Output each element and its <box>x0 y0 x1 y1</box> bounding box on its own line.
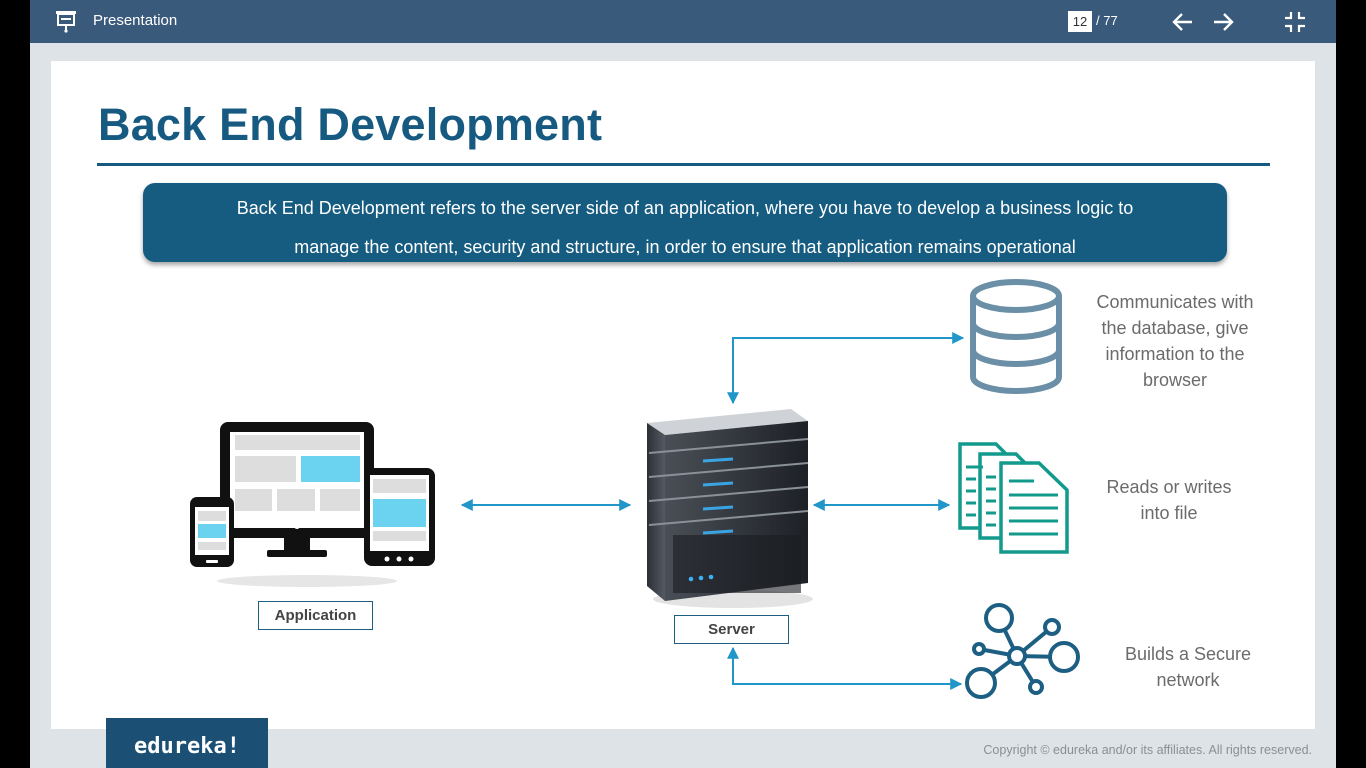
network-icon <box>965 603 1080 699</box>
next-slide-button[interactable] <box>1210 10 1236 39</box>
slide-title: Back End Development <box>98 99 603 150</box>
files-icon <box>958 442 1069 554</box>
feature-line: browser <box>1142 370 1208 390</box>
page-number-input[interactable]: 12 <box>1068 11 1092 32</box>
definition-box: Back End Development refers to the serve… <box>143 183 1227 262</box>
logo-text: edureka! <box>134 734 240 759</box>
exit-fullscreen-button[interactable] <box>1282 9 1308 40</box>
feature-line: the database, give <box>1101 318 1249 338</box>
title-divider <box>97 163 1270 166</box>
feature-line: Reads or writes <box>1106 477 1232 497</box>
definition-text-line: manage the content, security and structu… <box>294 237 1076 257</box>
feature-line: into file <box>1140 503 1198 523</box>
server-label: Server <box>674 615 789 644</box>
copyright-text: Copyright © edureka and/or its affiliate… <box>983 743 1312 757</box>
database-feature-text: Communicates with the database, give inf… <box>1071 289 1279 393</box>
definition-text-line: Back End Development refers to the serve… <box>236 198 1134 218</box>
network-feature-text: Builds a Secure network <box>1113 641 1263 693</box>
feature-line: information to the <box>1105 344 1245 364</box>
feature-line: Builds a Secure <box>1124 644 1252 664</box>
file-feature-text: Reads or writes into file <box>1091 474 1247 526</box>
presentation-viewer: Presentation 12 / 77 Back End Devel <box>30 0 1336 768</box>
slide: Back End Development Back End Developmen… <box>51 61 1315 729</box>
connector-arrows <box>460 332 965 690</box>
arrow-left-icon <box>1172 13 1192 31</box>
devices-icon <box>190 422 435 587</box>
edureka-logo: edureka! <box>106 718 268 768</box>
arrow-right-icon <box>1214 13 1234 31</box>
presentation-icon <box>54 9 80 40</box>
feature-line: network <box>1156 670 1220 690</box>
page-total: / 77 <box>1096 13 1118 28</box>
architecture-diagram <box>190 279 1080 699</box>
exit-fullscreen-icon <box>1285 12 1305 32</box>
feature-line: Communicates with <box>1096 292 1254 312</box>
app-title: Presentation <box>93 12 178 29</box>
application-label: Application <box>258 601 373 630</box>
viewer-toolbar: Presentation 12 / 77 <box>30 0 1336 43</box>
previous-slide-button[interactable] <box>1170 10 1196 39</box>
database-icon <box>970 279 1062 394</box>
server-icon <box>647 409 813 608</box>
